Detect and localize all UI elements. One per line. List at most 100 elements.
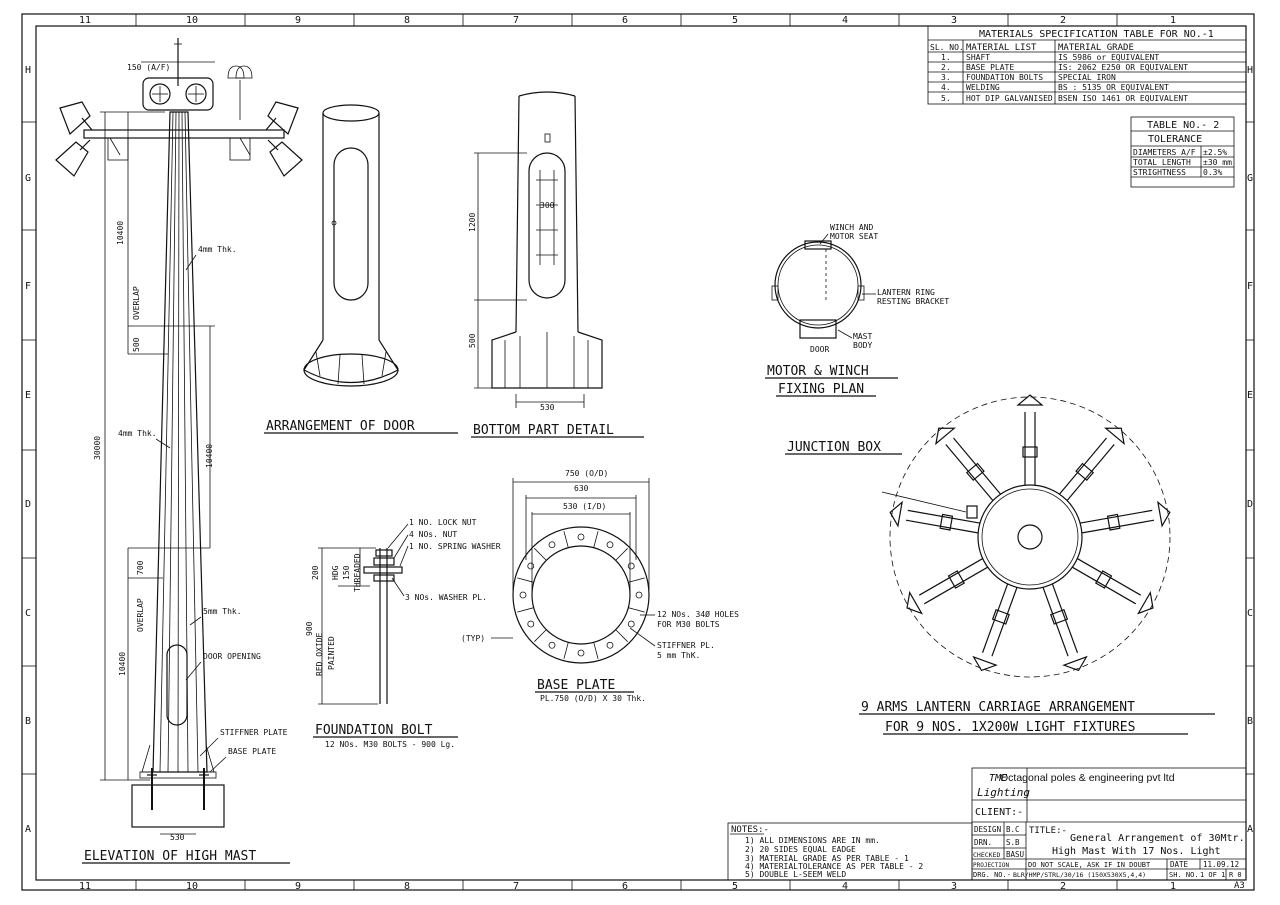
dim-text: 1200 [468,213,477,232]
row-label: D [25,499,31,510]
col-label: 7 [513,881,519,892]
col-label: 6 [622,15,628,26]
arm-clamp [947,570,966,589]
scale-note: DO NOT SCALE, ASK IF IN DOUBT [1028,861,1151,869]
bolt-hole [627,620,635,628]
light-fixture [889,500,903,528]
note-text: MAST [853,332,872,341]
col-label: 7 [513,15,519,26]
col-label: 5 [732,881,738,892]
stiffener-plate [517,607,534,613]
lantern-label: FOR 9 NOS. 1X200W LIGHT FIXTURES [885,720,1135,735]
tb-label: CHECKED [973,851,1000,859]
stiffener-plate [593,642,599,659]
lantern-arm [1077,558,1142,596]
bolt-hole [519,591,527,599]
row-label: A [1247,824,1253,835]
materials-header: MATERIAL LIST [966,43,1037,53]
lantern-arm [953,437,1001,495]
col-label: 5 [732,15,738,26]
bolt-hole [548,541,556,549]
tb-label: SH. NO. [1169,871,1199,879]
tolerance-cell: DIAMETERS A/F [1133,148,1196,157]
bolt-hole [527,562,535,570]
tb-label: DESIGN [974,825,1001,834]
row-label: E [25,390,31,401]
note-text: BASE PLATE [228,747,276,756]
dim-text: 10400 [116,221,125,245]
materials-header: SL. NO. [930,43,964,52]
note-text: 1 NO. SPRING WASHER [409,542,501,551]
note-text: 4 NOs. NUT [409,530,457,539]
materials-cell: SPECIAL IRON [1058,73,1116,82]
bottom-label: BOTTOM PART DETAIL [473,423,614,438]
col-label: 8 [404,15,410,26]
note-text: LANTERN RING [877,288,935,297]
lantern-arm [923,566,988,605]
arm-clamp [965,462,985,482]
col-label: 1 [1170,15,1176,26]
stiffener-plate [563,531,569,548]
note-text: 4mm Thk. [198,245,237,254]
lantern-arm [1051,583,1079,653]
row-label: C [25,608,31,619]
lantern-arm [1042,587,1069,657]
bolt-hole [527,620,535,628]
materials-cell: FOUNDATION BOLTS [966,73,1043,82]
dim-text: 10400 [118,652,127,676]
note-text: 1 NO. LOCK NUT [409,518,477,527]
row-label: B [1247,716,1253,727]
motor-label: FIXING PLAN [778,382,864,397]
col-label: 2 [1060,15,1066,26]
sheet-number: 1 OF 1 [1200,871,1225,879]
lantern-arm [991,587,1018,657]
title-block: TME Lighting CLIENT:- DESIGN B.C DRN. S.… [971,767,1247,881]
bottom-part-detail: 1200 300 500 530 BOTTOM PART DETAIL [468,91,644,438]
col-label: 9 [295,15,301,26]
dim-text: 10400 [205,444,214,468]
tb-value: BASU [1006,850,1024,859]
col-label: 2 [1060,881,1066,892]
light-fixture [1062,655,1088,672]
stiffener-plate [615,548,628,561]
motor-winch-plan: WINCH AND MOTOR SEAT LANTERN RING RESTIN… [765,223,949,397]
light-fixture [972,655,998,672]
materials-title: MATERIALS SPECIFICATION TABLE FOR NO.-1 [979,29,1214,40]
tolerance-cell: STRIGHTNESS [1133,168,1186,177]
dim-text: 750 (O/D) [565,469,608,478]
foundation-block [131,784,225,828]
drawing-title: High Mast With 17 Nos. Light [1052,846,1221,857]
tolerance-cell: TOTAL LENGTH [1133,158,1191,167]
junction-label: JUNCTION BOX [787,440,881,455]
materials-cell: 5. [941,94,951,103]
note-text: 4mm Thk. [118,429,157,438]
lantern-arms [889,394,1171,672]
col-label: 9 [295,881,301,892]
tb-label: DRG. NO.- [973,871,1011,879]
tb-title-label: TITLE:- [1029,826,1067,836]
tolerance-table: TABLE NO.- 2 TOLERANCE DIAMETERS A/F ±2.… [1130,116,1235,188]
arm-clamp [1050,609,1069,625]
bolt-hole [606,641,614,649]
col-label: 4 [842,881,848,892]
elevation-label: ELEVATION OF HIGH MAST [84,849,256,864]
col-label: 3 [951,15,957,26]
col-label: 11 [79,881,91,892]
row-label: A [25,824,31,835]
stiffener-plate [628,607,645,613]
frame-grid: 11 10 9 8 7 6 5 4 3 2 1 11 10 9 8 7 6 5 … [22,14,1254,892]
dim-text: 700 [136,560,145,575]
stiffener-plate [517,577,534,583]
dim-text: 530 [170,833,185,842]
door-panel [333,147,369,301]
bolt-hole [606,541,614,549]
light-fixture [1157,500,1171,528]
bolt-label: FOUNDATION BOLT [315,723,433,738]
note-text: 12 NOs. 34Ø HOLES [657,609,739,619]
bolt-hole [548,641,556,649]
base-plate-label: BASE PLATE [537,678,615,693]
drawing-frame [21,13,1255,891]
note-text: STIFFNER PLATE [220,728,288,737]
note-text: WINCH AND [830,223,874,232]
